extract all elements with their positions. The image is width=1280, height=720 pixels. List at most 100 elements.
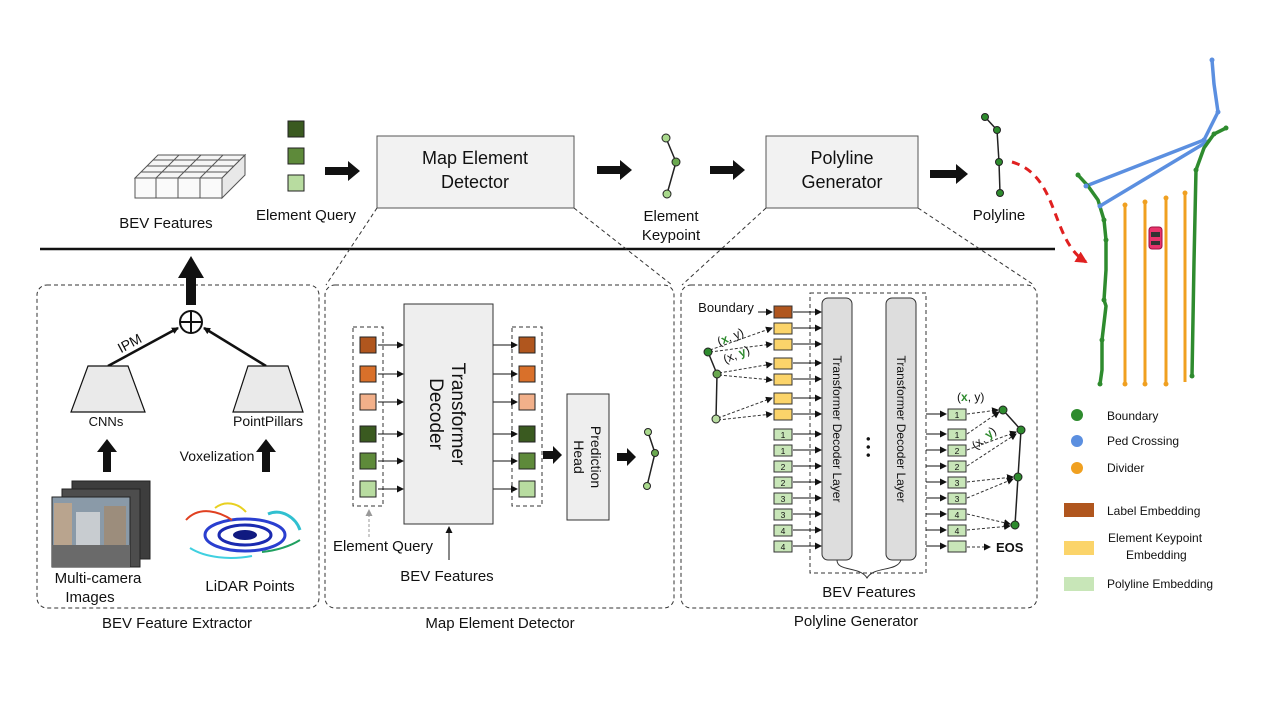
input-query-squares [359,336,377,498]
arrow-icon [543,446,562,464]
input-token-label: 4 [781,542,786,552]
legend-ped-crossing-marker [1071,435,1083,447]
legend-polyline-embedding-swatch [1064,577,1094,591]
output-token-label: 1 [955,410,960,420]
element-query-icon [287,120,305,192]
detector-element-query-label: Element Query [333,538,434,555]
images-label-line2: Images [65,589,114,606]
output-token-label: 2 [955,462,960,472]
ego-car-icon [1148,226,1163,250]
pointpillars-trapezoid [232,365,304,413]
decoder-label-line2: Decoder [425,378,446,450]
svg-text:(x, y): (x, y) [957,390,984,404]
cnns-label: CNNs [89,414,124,429]
lidar-points-icon [185,502,302,559]
output-keypoint-icon [643,428,659,490]
generator-title-line1: Polyline [810,148,873,168]
bev-features-label: BEV Features [119,215,212,232]
divider-lines [1123,193,1187,384]
input-token-label: 3 [781,494,786,504]
input-token-arrows [793,308,822,550]
pointpillars-arrow [203,326,267,368]
decoder-layer-label-1: Transformer Decoder Layer [830,356,844,503]
map-element-detector-panel [324,284,675,609]
legend-boundary-marker [1071,409,1083,421]
input-token-label: 4 [781,526,786,536]
up-arrow-icon [97,439,117,472]
arrow-icon [325,161,360,181]
label-embedding-token [773,305,793,319]
polyline-generator-block [765,135,919,209]
detector-caption: Map Element Detector [425,615,574,632]
legend-divider-marker [1071,462,1083,474]
input-token-label: 1 [781,446,786,456]
legend-label-embedding-swatch [1064,503,1094,517]
lidar-label: LiDAR Points [205,578,294,595]
legend: Boundary Ped Crossing Divider Label Embe… [1064,409,1213,591]
polyline-icon [981,113,1004,197]
input-token-label: 1 [781,430,786,440]
prediction-head-block [566,393,610,521]
generator-bev-features-label: BEV Features [822,584,915,601]
generator-caption: Polyline Generator [794,613,918,630]
decoder-ellipsis: • • • [861,437,876,458]
legend-keypoint-embedding-line2: Embedding [1126,548,1187,562]
input-token-label: 2 [781,478,786,488]
svg-text:(x, y): (x, y) [721,343,752,366]
bev-features-brace [836,559,902,579]
legend-boundary-label: Boundary [1107,409,1158,423]
voxelization-label: Voxelization [180,448,255,464]
fusion-operator-icon [179,310,203,334]
map-nodes [1075,57,1229,387]
generator-title-line2: Generator [801,172,882,192]
ipm-arrow [107,326,179,368]
svg-text:(x, y): (x, y) [715,325,746,348]
hd-map-visualization [1075,57,1229,387]
element-keypoint-label-line1: Element [643,208,699,225]
keypoint-input-coord: (x, y) (x, y) [715,325,752,366]
head-label-line2: Head [571,440,587,473]
arrow-icon [597,160,632,180]
transformer-decoder-block [403,303,494,525]
eos-label: EOS [996,540,1024,555]
polyline-label: Polyline [973,207,1026,224]
head-label-line1: Prediction [588,426,604,488]
element-query-label: Element Query [256,207,357,224]
images-label-line1: Multi-camera [55,570,142,587]
element-keypoint-icon [661,133,681,199]
cnn-trapezoid [70,365,146,413]
output-token-label: 4 [955,526,960,536]
boundary-token-label: Boundary [698,300,754,315]
detector-bev-features-label: BEV Features [400,568,493,585]
legend-divider-label: Divider [1107,461,1144,475]
element-keypoint-label-line2: Keypoint [642,227,701,244]
up-arrow-icon [256,439,276,472]
legend-polyline-embedding-label: Polyline Embedding [1107,577,1213,591]
polyline-generator-panel [680,284,1038,609]
pointpillars-label: PointPillars [233,413,303,429]
legend-keypoint-embedding-line1: Element Keypoint [1108,531,1203,545]
legend-keypoint-embedding-swatch [1064,541,1094,555]
output-query-group [511,326,543,507]
output-token-label: 3 [955,478,960,488]
output-token-arrows [926,410,947,550]
output-token-label: 2 [955,446,960,456]
query-arrows [378,341,518,493]
input-token-label: 3 [781,510,786,520]
arrow-icon [710,160,745,180]
output-token-label: 3 [955,494,960,504]
map-element-detector-block [376,135,575,209]
input-query-group [352,326,384,507]
output-token-label: 1 [955,430,960,440]
detector-title-line2: Detector [441,172,509,192]
output-query-squares [518,336,536,498]
input-keypoint-graph [703,326,773,424]
output-polyline-graph [966,405,1026,531]
big-up-arrow-icon [178,256,204,305]
output-coord-labels: (x, y) (x, y) [957,390,999,452]
extractor-caption: BEV Feature Extractor [102,615,252,632]
legend-ped-crossing-label: Ped Crossing [1107,434,1179,448]
ipm-label: IPM [115,330,144,356]
